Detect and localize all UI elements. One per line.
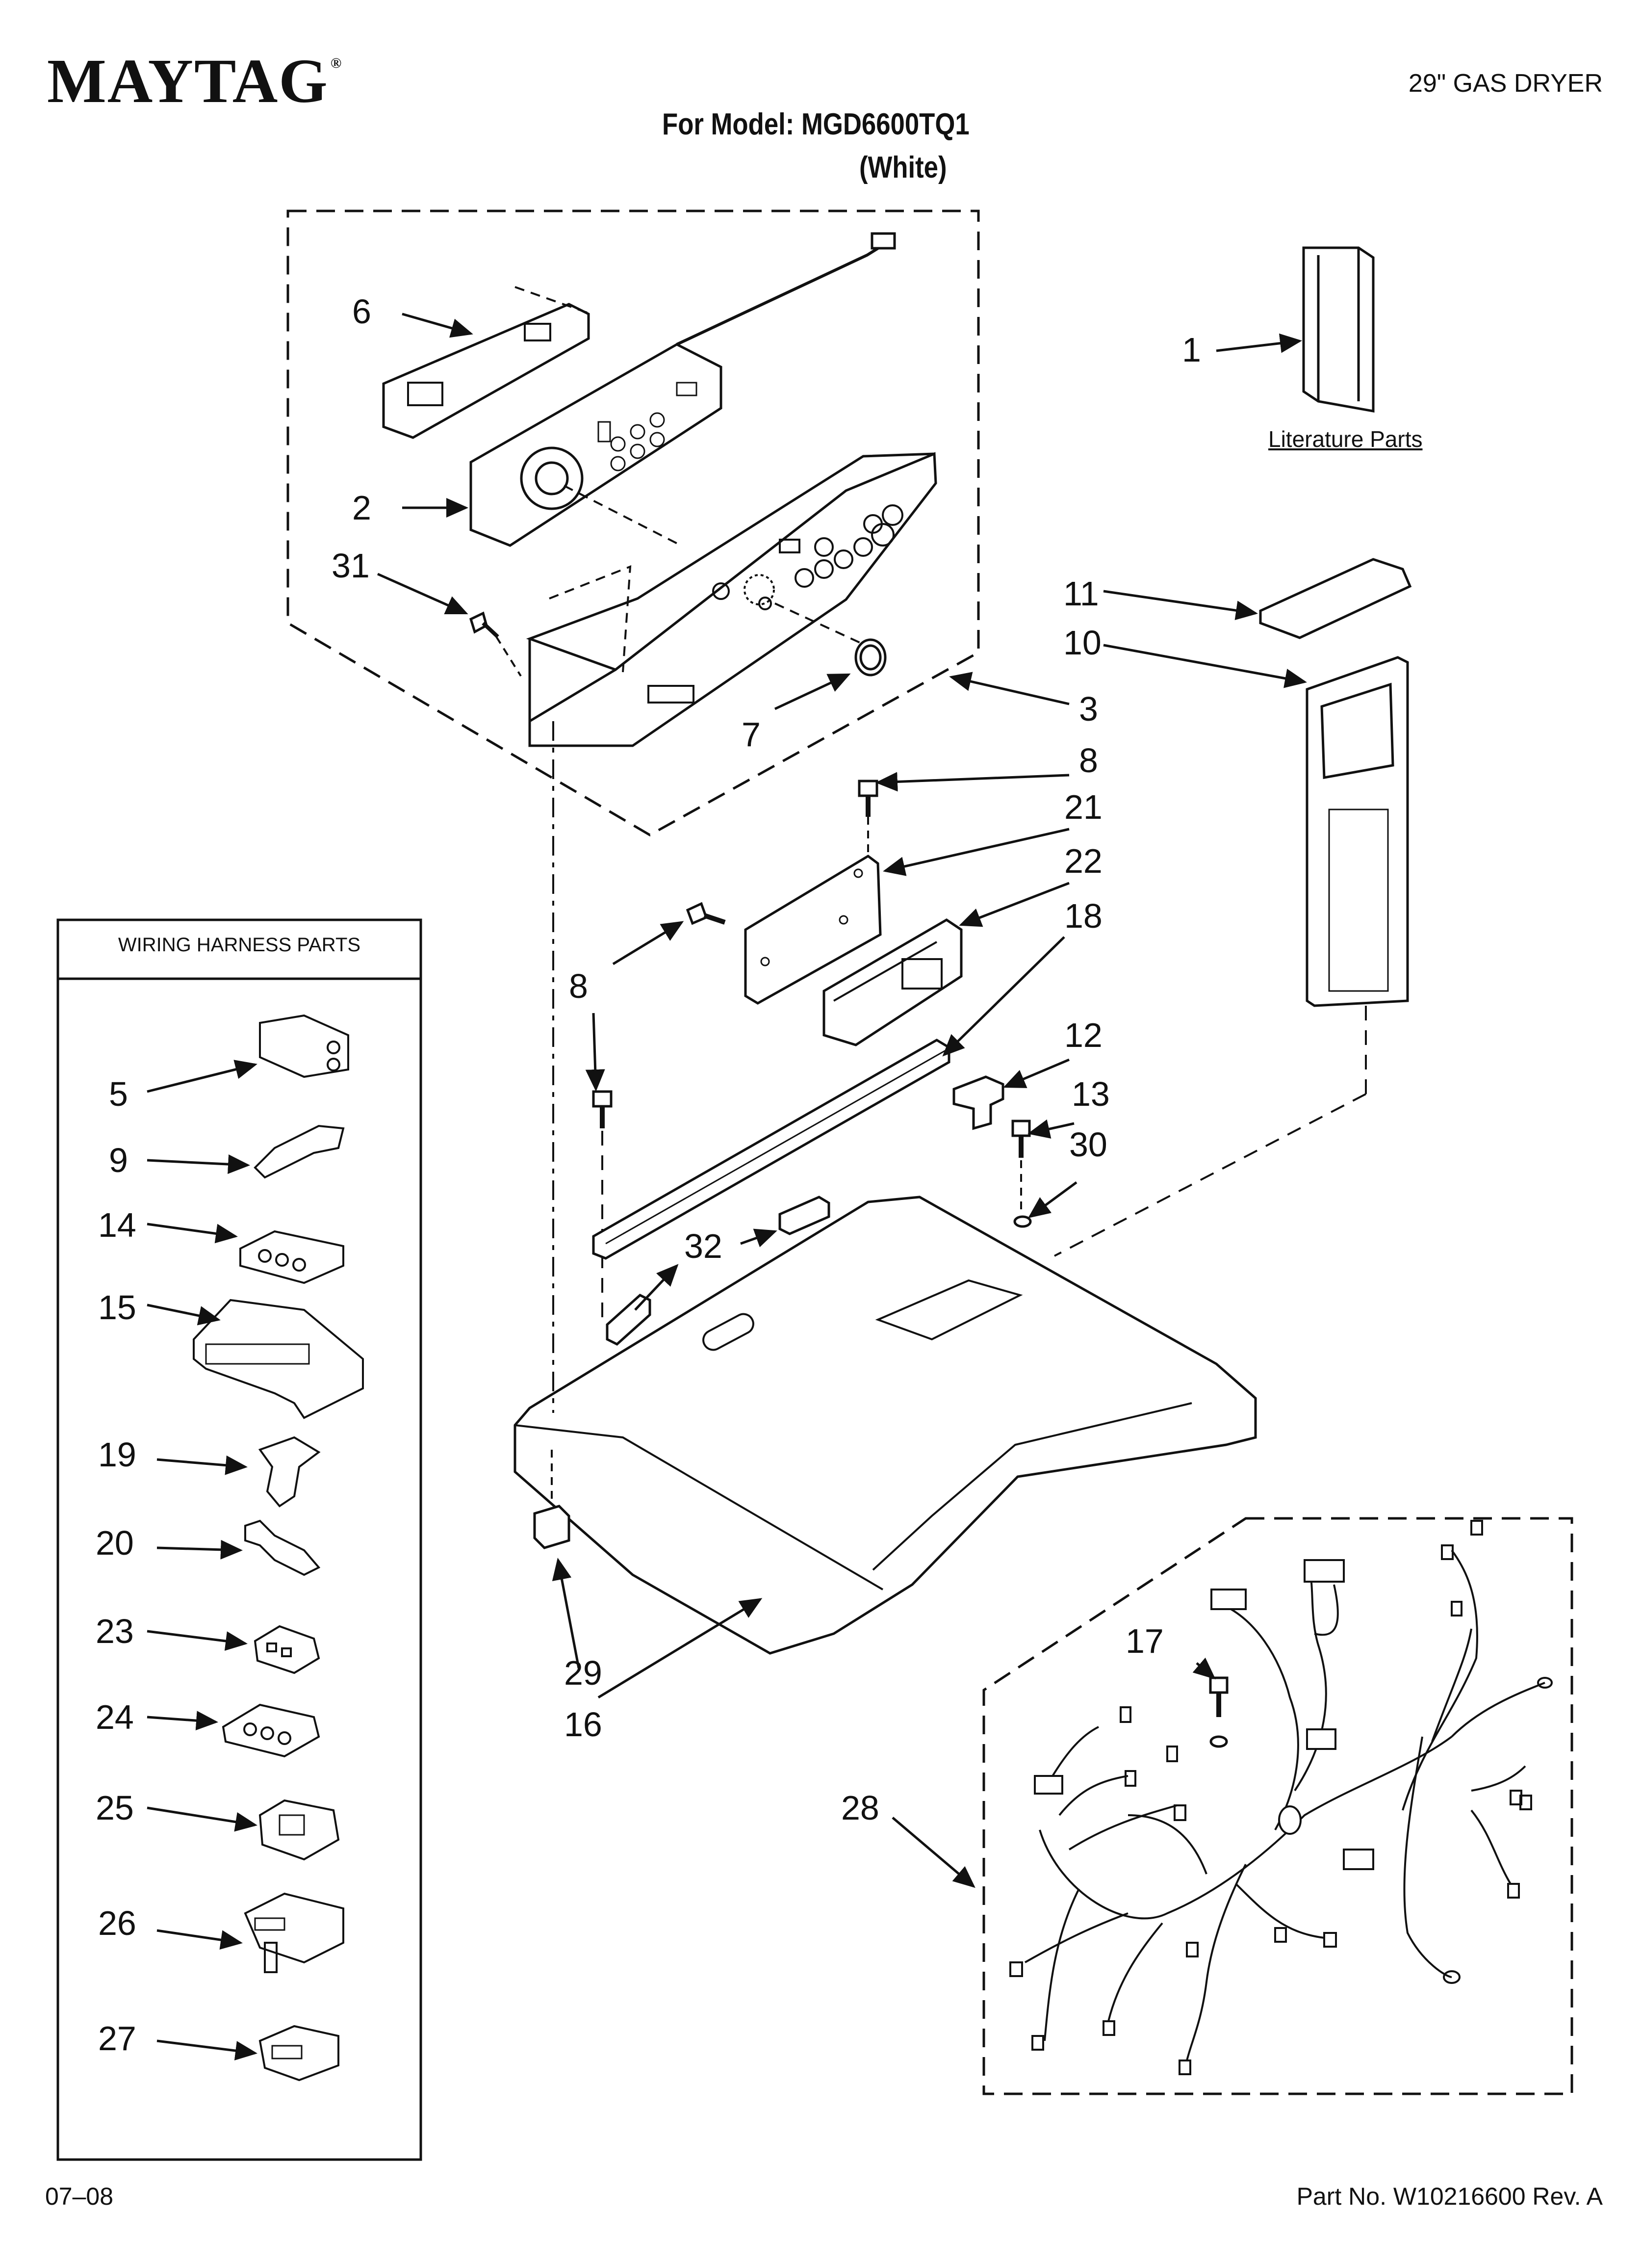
- cable-connector: [871, 232, 896, 250]
- callout-12: 12: [1064, 1016, 1103, 1054]
- console-assembly-outline: [286, 209, 980, 836]
- callout-11: 11: [1063, 574, 1099, 613]
- callout-1: 1: [1182, 331, 1201, 369]
- connector-23: [254, 1625, 320, 1674]
- lint-cover: [1259, 558, 1412, 639]
- literature-parts-label: Literature Parts: [1268, 426, 1423, 452]
- wiring-box-title: WIRING HARNESS PARTS: [118, 934, 361, 956]
- bracket-screw-left: [686, 902, 726, 925]
- callout-26: 26: [98, 1904, 136, 1942]
- callout-8-left: 8: [569, 967, 588, 1005]
- ground-screw-17: [1209, 1676, 1229, 1748]
- callout-30: 30: [1069, 1125, 1107, 1164]
- ignition-module: [822, 918, 963, 1046]
- callout-19: 19: [98, 1435, 136, 1474]
- gas-valve-bracket: [744, 854, 882, 1005]
- leader-lines: [147, 313, 1307, 2060]
- callout-9: 9: [109, 1141, 128, 1179]
- brand-logo: MAYTAG®: [47, 46, 343, 116]
- callout-31: 31: [332, 547, 370, 585]
- callout-17: 17: [1126, 1622, 1164, 1660]
- console-screw: [469, 611, 499, 638]
- screw-13: [1011, 1120, 1031, 1158]
- callout-27: 27: [98, 2019, 136, 2058]
- connector-14: [239, 1230, 344, 1284]
- leveling-foot: [533, 1505, 570, 1549]
- connector-24: [222, 1703, 320, 1758]
- callout-8-top: 8: [1079, 741, 1098, 780]
- callout-32: 32: [684, 1227, 722, 1265]
- callout-20: 20: [96, 1524, 134, 1562]
- literature-booklet: [1302, 246, 1375, 413]
- callout-25: 25: [96, 1789, 134, 1827]
- connector-27: [258, 2025, 339, 2082]
- connector-25: [258, 1799, 340, 1861]
- callout-18: 18: [1064, 897, 1103, 935]
- console-panel: [526, 452, 937, 747]
- callout-2: 2: [352, 489, 371, 527]
- board-cable: [676, 244, 884, 346]
- bracket-screw-top: [858, 780, 878, 817]
- foam-pad-upper: [778, 1196, 830, 1235]
- dryer-top-panel: [513, 1196, 1257, 1655]
- console-rail: [592, 1039, 950, 1260]
- callout-23: 23: [96, 1612, 134, 1650]
- wiring-harness-outline: [982, 1517, 1573, 2095]
- callout-16: 16: [564, 1705, 602, 1744]
- connector-26: [244, 1892, 344, 1973]
- callout-14: 14: [98, 1206, 136, 1244]
- connector-5: [259, 1014, 349, 1078]
- terminal-9: [254, 1124, 345, 1179]
- lint-screen: [1306, 656, 1409, 1007]
- callout-22: 22: [1064, 842, 1103, 880]
- callout-13: 13: [1072, 1075, 1110, 1113]
- terminal-20: [244, 1519, 321, 1576]
- callout-6: 6: [352, 292, 371, 331]
- callout-15: 15: [98, 1288, 136, 1327]
- model-variant: (White): [859, 151, 947, 184]
- callout-5: 5: [109, 1075, 128, 1113]
- foam-pad-lower: [606, 1294, 651, 1346]
- callout-29: 29: [564, 1654, 602, 1692]
- base-screw-left: [592, 1090, 613, 1128]
- clip-12: [952, 1075, 1004, 1130]
- callout-28: 28: [841, 1789, 879, 1827]
- callout-3: 3: [1079, 690, 1098, 728]
- washer-30: [1013, 1215, 1032, 1228]
- callout-24: 24: [96, 1698, 134, 1736]
- board-bracket: [382, 303, 590, 439]
- connector-15: [193, 1299, 364, 1419]
- callout-7: 7: [742, 715, 761, 754]
- model-line: For Model: MGD6600TQ1: [662, 107, 970, 141]
- wiring-harness: [1009, 1520, 1553, 2075]
- callout-10: 10: [1063, 624, 1102, 662]
- revision-date: 07–08: [45, 2183, 114, 2210]
- part-number: Part No. W10216600 Rev. A: [1296, 2183, 1603, 2210]
- selector-knob: [854, 638, 887, 677]
- clip-19: [258, 1436, 321, 1508]
- callout-21: 21: [1064, 788, 1103, 826]
- product-label: 29" GAS DRYER: [1408, 69, 1603, 98]
- wiring-harness-box: [56, 918, 422, 2161]
